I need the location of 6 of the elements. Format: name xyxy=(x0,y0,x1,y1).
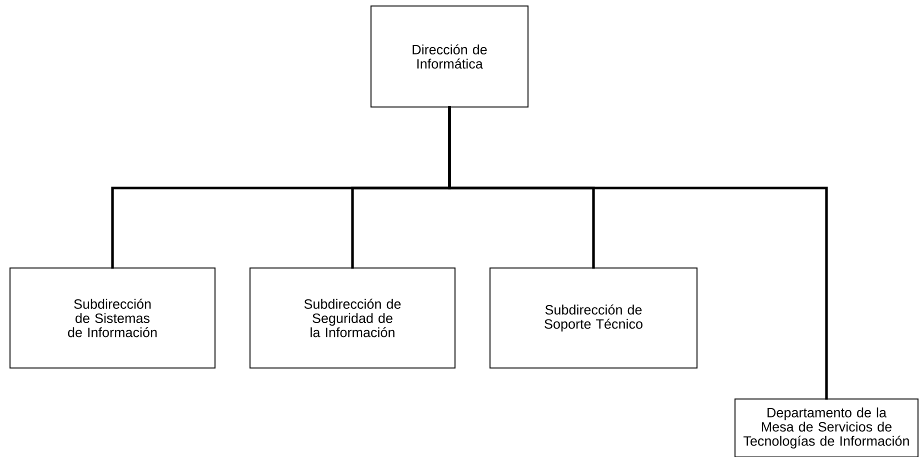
org-box: Dirección de Informática xyxy=(370,6,528,108)
org-box: Subdirección de Seguridad de la Información xyxy=(250,268,456,368)
org-box: Subdirección de Sistemas de Información xyxy=(10,268,216,368)
org-box: Departamento de la Mesa de Servicios de Tecnologías de Información xyxy=(734,398,918,457)
org-box: Subdirección de Soporte Técnico xyxy=(490,268,698,368)
connector-line xyxy=(448,106,828,400)
